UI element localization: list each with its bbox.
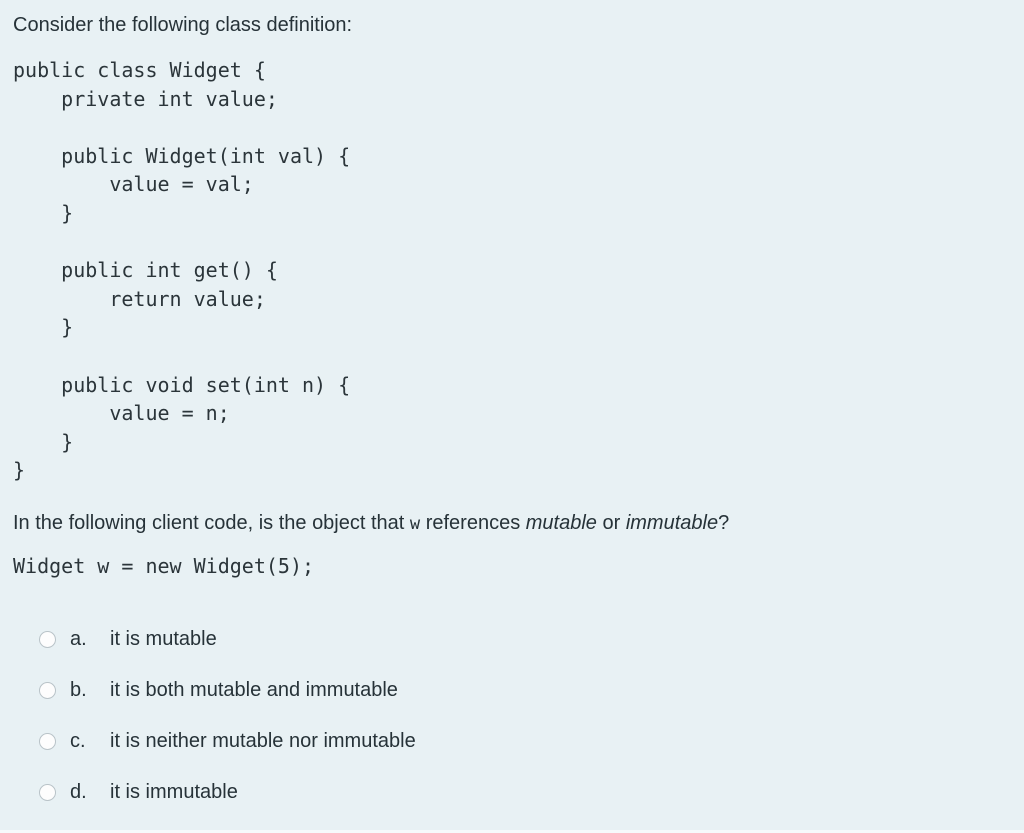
answer-option-c[interactable]: c. it is neither mutable nor immutable: [13, 727, 1008, 757]
answer-option-d[interactable]: d. it is immutable: [13, 778, 1008, 808]
client-code: Widget w = new Widget(5);: [13, 553, 315, 578]
prompt-emphasis-mutable: mutable: [525, 511, 597, 534]
answer-option-b[interactable]: b. it is both mutable and immutable: [13, 676, 1008, 706]
option-label-a[interactable]: it is mutable: [110, 628, 217, 651]
option-letter-c: c.: [70, 730, 86, 753]
class-definition-code: public class Widget { private int value;…: [13, 58, 351, 483]
answer-option-a[interactable]: a. it is mutable: [13, 625, 1008, 655]
bottom-edge-divider: [0, 830, 1024, 833]
radio-option-d[interactable]: [39, 784, 56, 802]
option-letter-b: b.: [70, 679, 87, 702]
radio-option-a[interactable]: [39, 631, 56, 649]
prompt-emphasis-immutable: immutable: [625, 511, 719, 534]
answer-options: a. it is mutable b. it is both mutable a…: [13, 625, 1008, 808]
option-letter-d: d.: [70, 781, 87, 804]
question-intro-text: Consider the following class definition:: [13, 14, 353, 36]
prompt-or: or: [596, 511, 626, 534]
prompt-suffix: ?: [718, 511, 730, 534]
option-label-d[interactable]: it is immutable: [110, 781, 238, 804]
option-label-b[interactable]: it is both mutable and immutable: [110, 679, 398, 702]
question-prompt: In the following client code, is the obj…: [13, 508, 1008, 539]
option-letter-a: a.: [70, 628, 87, 651]
radio-option-b[interactable]: [39, 682, 56, 700]
prompt-mid: references: [420, 511, 526, 534]
option-label-c[interactable]: it is neither mutable nor immutable: [110, 730, 416, 753]
radio-option-c[interactable]: [39, 733, 56, 751]
prompt-prefix: In the following client code, is the obj…: [13, 511, 410, 534]
prompt-variable-ref: w: [409, 513, 421, 534]
